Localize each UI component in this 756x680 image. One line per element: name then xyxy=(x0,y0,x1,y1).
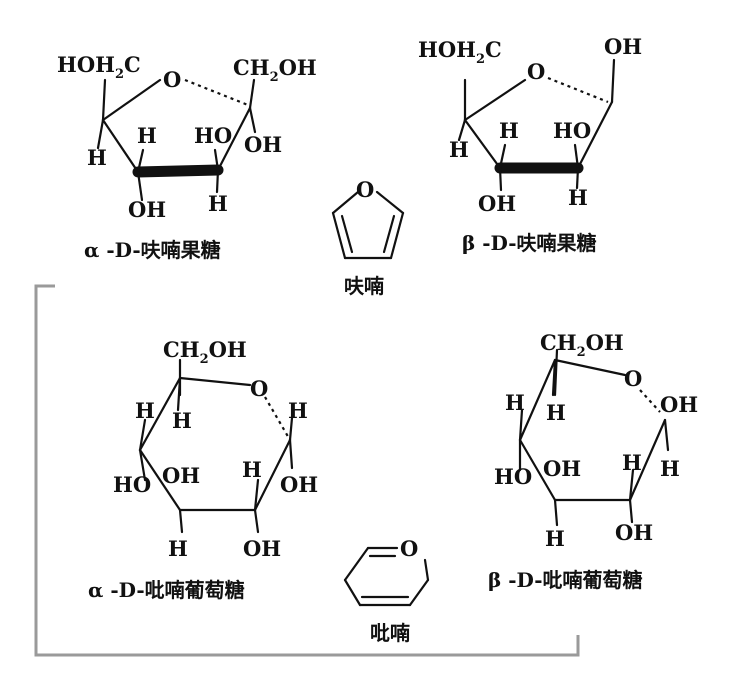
atom-label: H xyxy=(660,456,680,481)
atom-subscript: 2 xyxy=(476,52,485,67)
atom-label: OH xyxy=(543,456,581,481)
atom-label: C xyxy=(485,37,502,62)
atom-label: OH xyxy=(478,191,516,216)
atom-subscript: 2 xyxy=(270,70,279,85)
atom-subscript: 2 xyxy=(577,345,586,360)
alpha-glucopyranose-structure: CH2OH O H H H HO OH H OH H OH xyxy=(113,337,318,561)
atom-subscript: 2 xyxy=(115,67,124,82)
atom-label: OH xyxy=(604,34,642,59)
bracket-frame xyxy=(34,284,580,657)
atom-subscript: 2 xyxy=(200,352,209,367)
atom-label: OH xyxy=(128,197,166,222)
ring-oxygen-label: O xyxy=(624,366,642,391)
furan-ring: O xyxy=(331,177,405,260)
svg-text:CH2OH: CH2OH xyxy=(540,330,624,360)
svg-text:CH2OH: CH2OH xyxy=(163,337,247,367)
caption-alpha-fructofuranose: α -D-呋喃果糖 xyxy=(84,238,221,262)
atom-label: H xyxy=(172,408,192,433)
atom-label: H xyxy=(168,536,188,561)
pyran-ring: O xyxy=(343,536,430,607)
atom-label: OH xyxy=(586,330,624,355)
beta-glucopyranose-structure: CH2OH O H H OH HO OH H H H OH xyxy=(494,330,698,551)
atom-label: H xyxy=(546,400,566,425)
ring-oxygen-label: O xyxy=(527,59,545,84)
atom-label: H xyxy=(505,390,525,415)
atom-label: OH xyxy=(244,132,282,157)
atom-label: H xyxy=(288,398,308,423)
atom-label: HOH xyxy=(57,52,115,77)
atom-label: H xyxy=(137,123,157,148)
atom-label: CH xyxy=(233,55,270,80)
atom-label: OH xyxy=(660,392,698,417)
ring-oxygen-label: O xyxy=(250,376,268,401)
atom-label: HOH xyxy=(418,37,476,62)
ring-oxygen-label: O xyxy=(163,67,181,92)
svg-text:CH2OH: CH2OH xyxy=(233,55,317,85)
atom-label: H xyxy=(135,398,155,423)
atom-label: H xyxy=(87,145,107,170)
svg-text:HOH2C: HOH2C xyxy=(57,52,141,82)
atom-label: HO xyxy=(113,472,151,497)
ring-oxygen-label: O xyxy=(356,177,374,202)
atom-label: H xyxy=(568,185,588,210)
atom-label: H xyxy=(242,457,262,482)
atom-label: HO xyxy=(553,118,591,143)
caption-furan: 呋喃 xyxy=(344,274,384,298)
atom-label: OH xyxy=(279,55,317,80)
atom-label: H xyxy=(449,137,469,162)
atom-label: OH xyxy=(162,463,200,488)
atom-label: OH xyxy=(209,337,247,362)
atom-label: HO xyxy=(494,464,532,489)
ring-oxygen-label: O xyxy=(400,536,418,561)
atom-label: H xyxy=(208,191,228,216)
atom-label: H xyxy=(545,526,565,551)
atom-label: OH xyxy=(280,472,318,497)
atom-label: CH xyxy=(163,337,200,362)
atom-label: C xyxy=(124,52,141,77)
atom-label: H xyxy=(622,450,642,475)
caption-beta-fructofuranose: β -D-呋喃果糖 xyxy=(462,231,597,255)
atom-label: HO xyxy=(194,123,232,148)
svg-text:HOH2C: HOH2C xyxy=(418,37,502,67)
alpha-fructofuranose-structure: HOH2C O CH2OH H H HO OH OH H xyxy=(57,52,317,222)
atom-label: CH xyxy=(540,330,577,355)
atom-label: OH xyxy=(243,536,281,561)
atom-label: H xyxy=(499,118,519,143)
atom-label: OH xyxy=(615,520,653,545)
beta-fructofuranose-structure: HOH2C O OH H H HO OH H xyxy=(418,34,642,216)
caption-beta-glucopyranose: β -D-吡喃葡萄糖 xyxy=(488,568,643,592)
caption-alpha-glucopyranose: α -D-吡喃葡萄糖 xyxy=(88,578,245,602)
caption-pyran: 吡喃 xyxy=(370,621,410,645)
